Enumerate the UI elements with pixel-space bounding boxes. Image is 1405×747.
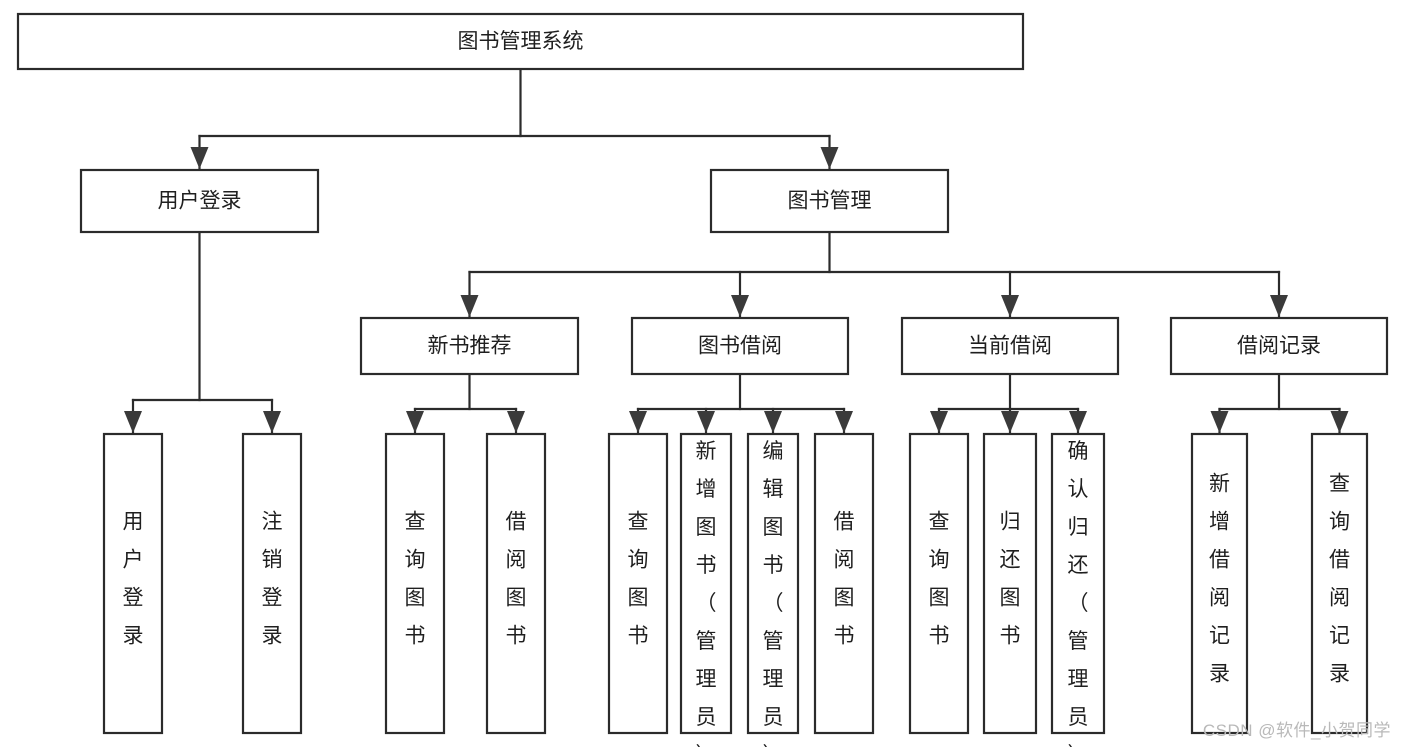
node-leaf-user-login[interactable]: 用户登录: [102, 432, 164, 735]
node-leaf-query-record[interactable]: 查询借阅记录: [1310, 432, 1369, 735]
arrow-head-icon: [731, 295, 749, 317]
node-leaf-user-login-rect: [102, 432, 164, 735]
node-leaf-confirm-return-label: 确认归还（管理员）: [1068, 440, 1089, 747]
arrow-head-icon: [930, 411, 948, 433]
node-leaf-add-book[interactable]: 新增图书（管理员）: [679, 432, 733, 747]
node-root-图书管理系统-label: 图书管理系统: [458, 30, 584, 53]
arrow-head-icon: [406, 411, 424, 433]
node-leaf-return-book-rect: [982, 432, 1038, 735]
node-leaf-borrow-book-2[interactable]: 借阅图书: [813, 432, 875, 735]
node-leaf-logout-rect: [241, 432, 303, 735]
node-leaf-add-record[interactable]: 新增借阅记录: [1190, 432, 1249, 735]
node-borrow-record-rect: [1169, 316, 1389, 376]
node-book-manage-label: 图书管理: [788, 190, 872, 213]
node-leaf-edit-book-label: 编辑图书（管理员）: [763, 440, 784, 747]
node-current-borrow-label: 当前借阅: [968, 335, 1052, 358]
arrow-head-icon: [629, 411, 647, 433]
node-book-manage[interactable]: 图书管理: [709, 168, 950, 234]
node-leaf-edit-book-rect: [746, 432, 800, 735]
arrow-head-icon: [460, 295, 479, 317]
node-leaf-return-book[interactable]: 归还图书: [982, 432, 1038, 735]
node-book-borrow-label: 图书借阅: [698, 335, 782, 358]
node-leaf-edit-book[interactable]: 编辑图书（管理员）: [746, 432, 800, 747]
node-leaf-borrow-book-2-label: 借阅图书: [834, 511, 855, 648]
arrow-head-icon: [764, 411, 782, 433]
node-leaf-borrow-book-1-rect: [485, 432, 547, 735]
node-leaf-query-book-2-label: 查询图书: [628, 511, 649, 648]
node-leaf-user-login-label: 用户登录: [123, 511, 144, 648]
node-book-manage-rect: [709, 168, 950, 234]
arrow-head-icon: [1001, 295, 1019, 317]
node-leaf-query-record-rect: [1310, 432, 1369, 735]
node-new-book-recommend[interactable]: 新书推荐: [359, 316, 580, 376]
node-boxes: 图书管理系统用户登录图书管理新书推荐图书借阅当前借阅借阅记录用户登录注销登录查询…: [16, 12, 1389, 747]
arrow-head-icon: [1210, 411, 1229, 433]
arrow-head-icon: [190, 147, 209, 169]
arrow-head-icon: [124, 411, 142, 433]
node-leaf-query-book-2[interactable]: 查询图书: [607, 432, 669, 735]
node-root-图书管理系统-rect: [16, 12, 1025, 71]
node-leaf-borrow-book-2-rect: [813, 432, 875, 735]
node-user-login[interactable]: 用户登录: [79, 168, 320, 234]
node-current-borrow[interactable]: 当前借阅: [900, 316, 1120, 376]
node-leaf-query-book-3-label: 查询图书: [929, 511, 950, 648]
node-leaf-borrow-book-1-label: 借阅图书: [506, 511, 527, 648]
node-leaf-add-book-label: 新增图书（管理员）: [696, 440, 717, 747]
node-leaf-add-record-label: 新增借阅记录: [1209, 473, 1230, 686]
node-leaf-add-record-rect: [1190, 432, 1249, 735]
node-leaf-return-book-label: 归还图书: [1000, 511, 1021, 648]
node-leaf-query-book-1-rect: [384, 432, 446, 735]
arrow-head-icon: [507, 411, 525, 433]
node-leaf-confirm-return-rect: [1050, 432, 1106, 735]
arrow-head-icon: [1069, 411, 1087, 433]
node-leaf-logout[interactable]: 注销登录: [241, 432, 303, 735]
node-book-borrow-rect: [630, 316, 850, 376]
node-borrow-record[interactable]: 借阅记录: [1169, 316, 1389, 376]
node-user-login-label: 用户登录: [158, 190, 242, 213]
arrow-head-icon: [835, 411, 853, 433]
node-leaf-add-book-rect: [679, 432, 733, 735]
arrow-head-icon: [820, 147, 839, 169]
node-leaf-borrow-book-1[interactable]: 借阅图书: [485, 432, 547, 735]
node-leaf-query-book-1-label: 查询图书: [405, 511, 426, 648]
arrow-head-icon: [1270, 295, 1288, 317]
node-root-图书管理系统[interactable]: 图书管理系统: [16, 12, 1025, 71]
node-new-book-recommend-rect: [359, 316, 580, 376]
node-leaf-query-book-3[interactable]: 查询图书: [908, 432, 970, 735]
node-leaf-logout-label: 注销登录: [262, 511, 283, 648]
arrow-head-icon: [1001, 411, 1019, 433]
node-book-borrow[interactable]: 图书借阅: [630, 316, 850, 376]
node-user-login-rect: [79, 168, 320, 234]
node-borrow-record-label: 借阅记录: [1237, 335, 1321, 358]
node-leaf-query-record-label: 查询借阅记录: [1329, 473, 1350, 686]
arrow-head-icon: [263, 411, 281, 433]
node-leaf-confirm-return[interactable]: 确认归还（管理员）: [1050, 432, 1106, 747]
node-leaf-query-book-2-rect: [607, 432, 669, 735]
node-new-book-recommend-label: 新书推荐: [428, 335, 512, 358]
arrow-head-icon: [697, 411, 715, 433]
node-current-borrow-rect: [900, 316, 1120, 376]
node-leaf-query-book-1[interactable]: 查询图书: [384, 432, 446, 735]
node-leaf-query-book-3-rect: [908, 432, 970, 735]
connector-lines: [124, 67, 1349, 435]
arrow-head-icon: [1330, 411, 1349, 433]
